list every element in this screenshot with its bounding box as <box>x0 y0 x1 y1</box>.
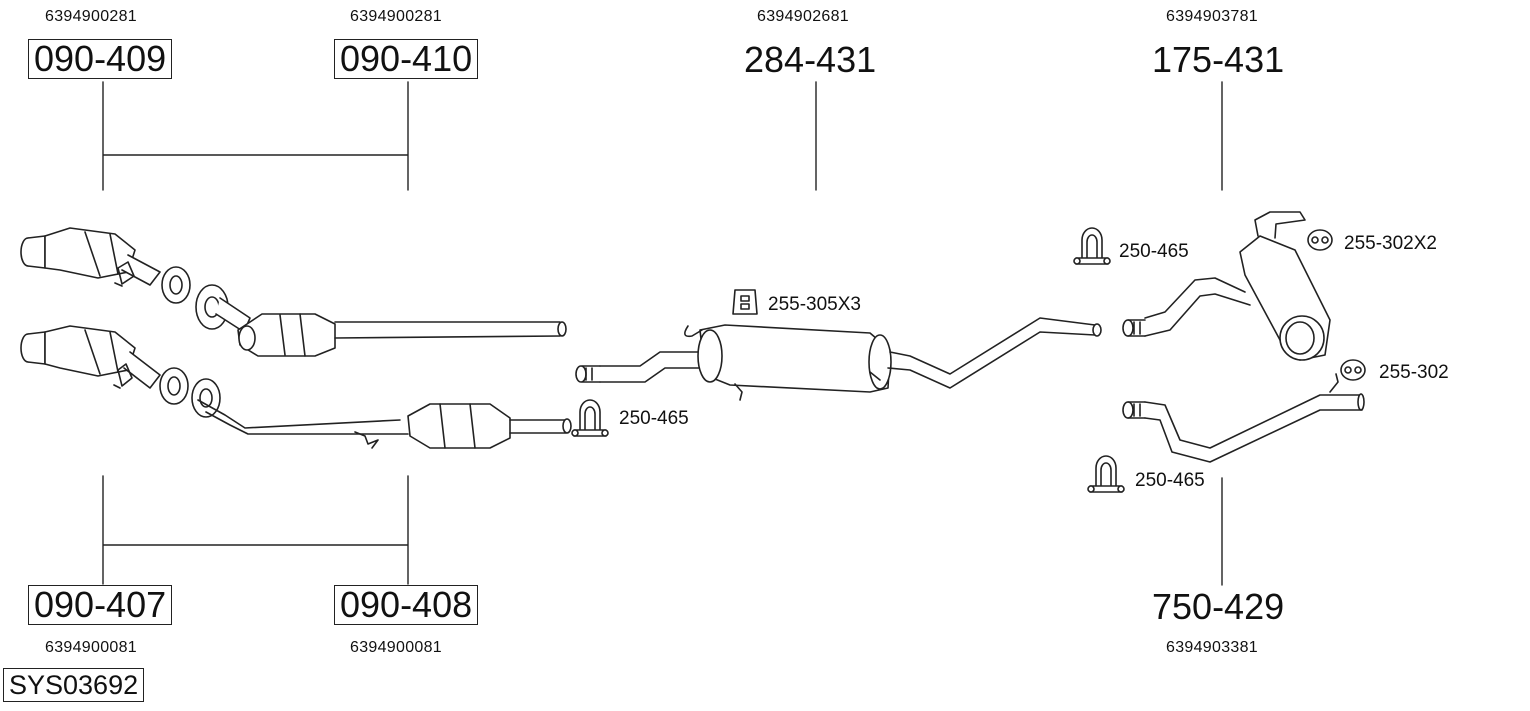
rubber-hanger-icon[interactable] <box>732 289 758 315</box>
tail-pipe[interactable] <box>1122 373 1365 463</box>
flange-top <box>195 284 229 330</box>
oem-number-090-407: 6394900081 <box>45 639 137 656</box>
leader-lines <box>102 81 1223 586</box>
accessory-label-clamp-mid[interactable]: 250-465 <box>619 408 689 429</box>
system-code: SYS03692 <box>3 668 145 702</box>
rubber-hanger-icon[interactable] <box>1307 229 1333 251</box>
accessory-label-hanger-mid[interactable]: 255-305X3 <box>768 294 861 315</box>
catalyst-pipe-top[interactable] <box>215 297 567 357</box>
oem-number-090-409: 6394900281 <box>45 8 137 25</box>
oem-number-090-408: 6394900081 <box>350 639 442 656</box>
clamp-icon[interactable] <box>1087 455 1125 493</box>
rubber-hanger-icon[interactable] <box>1340 359 1366 381</box>
accessory-label-clamp-rear-bottom[interactable]: 250-465 <box>1135 470 1205 491</box>
accessory-label-hanger-rear[interactable]: 255-302 <box>1379 362 1449 383</box>
oem-number-090-410: 6394900281 <box>350 8 442 25</box>
front-catalyst-top[interactable] <box>20 227 191 304</box>
part-label-750-429[interactable]: 750-429 <box>1152 586 1285 627</box>
part-label-090-410[interactable]: 090-410 <box>334 39 479 79</box>
clamp-icon[interactable] <box>1073 227 1111 265</box>
part-label-090-408[interactable]: 090-408 <box>334 585 479 625</box>
clamp-icon[interactable] <box>571 399 609 437</box>
part-label-090-409[interactable]: 090-409 <box>28 39 173 79</box>
part-label-175-431[interactable]: 175-431 <box>1152 39 1285 80</box>
part-label-090-407[interactable]: 090-407 <box>28 585 173 625</box>
part-label-284-431[interactable]: 284-431 <box>744 39 877 80</box>
catalyst-pipe-bottom[interactable] <box>197 399 572 449</box>
center-silencer[interactable] <box>575 317 1102 401</box>
accessory-label-clamp-rear-top[interactable]: 250-465 <box>1119 241 1189 262</box>
oem-number-175-431: 6394903781 <box>1166 8 1258 25</box>
rear-silencer[interactable] <box>1122 211 1331 361</box>
oem-number-284-431: 6394902681 <box>757 8 849 25</box>
front-catalyst-bottom[interactable] <box>20 325 189 405</box>
oem-number-750-429: 6394903381 <box>1166 639 1258 656</box>
accessory-label-hanger-rear-top[interactable]: 255-302X2 <box>1344 233 1437 254</box>
